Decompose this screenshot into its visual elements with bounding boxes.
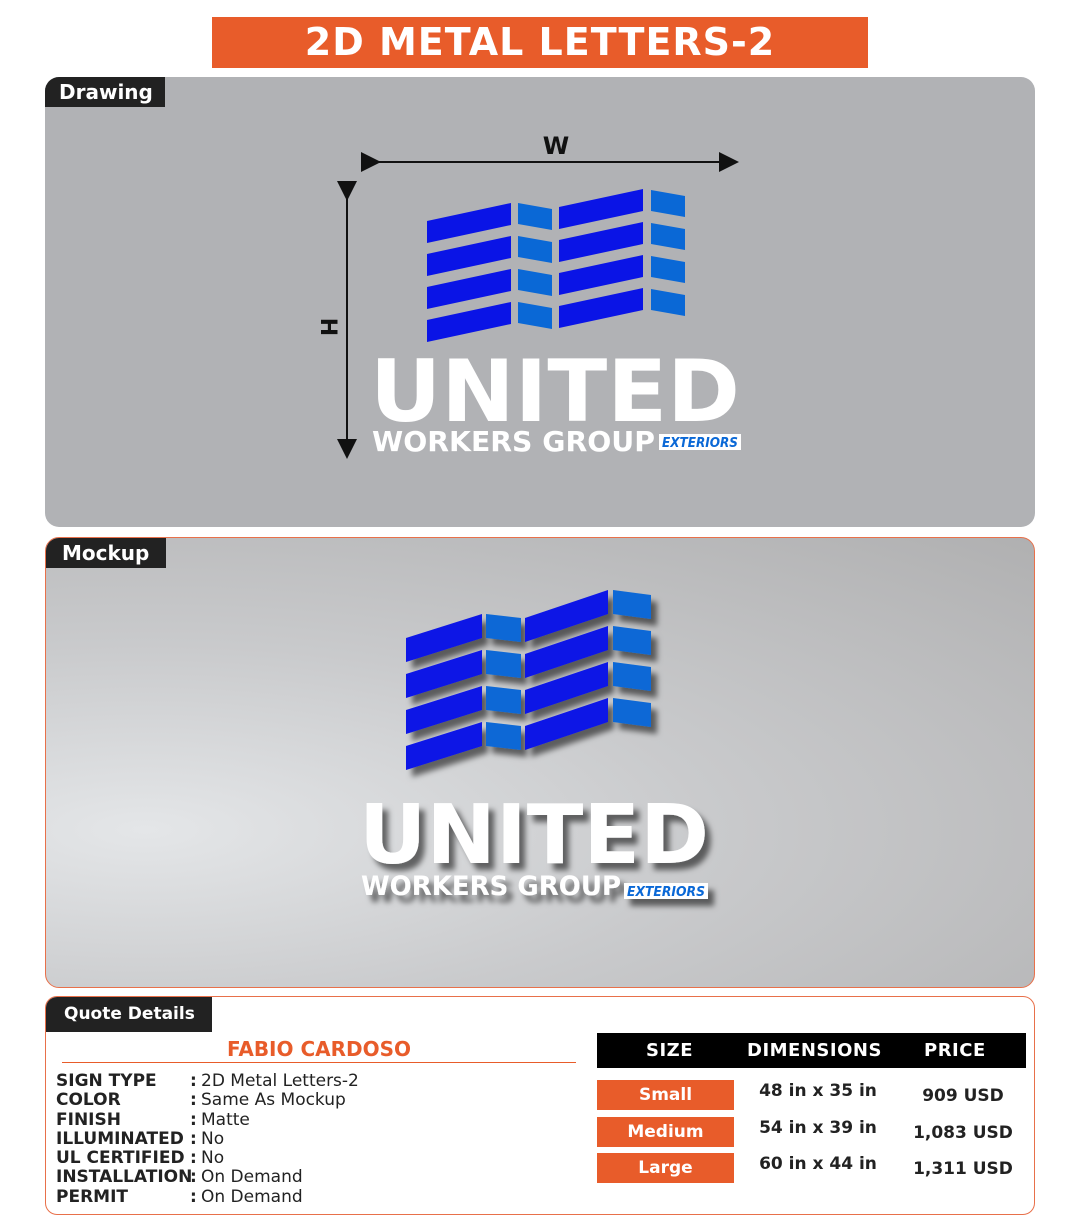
spec-value: On Demand <box>201 1167 303 1188</box>
spec-key: SIGN TYPE <box>56 1071 157 1091</box>
header-size: SIZE <box>646 1040 694 1061</box>
drawing-artwork: W H UNITED WORKERS GROUP EXTERIORS <box>315 132 741 459</box>
spec-separator: : <box>190 1109 197 1130</box>
spec-list: SIGN TYPE : 2D Metal Letters-2 COLOR : S… <box>56 1071 359 1207</box>
size-option-small[interactable]: Small <box>597 1080 734 1110</box>
customer-divider <box>62 1062 576 1063</box>
spec-separator: : <box>190 1148 197 1169</box>
header-dimensions: DIMENSIONS <box>747 1040 882 1061</box>
logo-exteriors-tag <box>659 434 741 450</box>
customer-name: FABIO CARDOSO <box>226 1037 412 1061</box>
spec-row-sign-type: SIGN TYPE : 2D Metal Letters-2 <box>56 1071 359 1091</box>
spec-separator: : <box>190 1071 197 1091</box>
height-label: H <box>315 318 340 336</box>
size-option-large[interactable]: Large <box>597 1153 734 1183</box>
spec-row-permit: PERMIT : On Demand <box>56 1186 359 1207</box>
dimensions-medium: 54 in x 39 in <box>759 1118 877 1138</box>
spec-row-illuminated: ILLUMINATED : No <box>56 1128 359 1149</box>
size-option-medium[interactable]: Medium <box>597 1117 734 1147</box>
logo-workers-group-text: WORKERS GROUP <box>372 425 655 458</box>
spec-value: 2D Metal Letters-2 <box>201 1071 359 1091</box>
spec-key: INSTALLATION <box>56 1167 193 1188</box>
width-label: W <box>543 132 569 160</box>
quote-details-panel: Quote Details FABIO CARDOSO SIGN TYPE : … <box>45 996 1035 1215</box>
spec-value: On Demand <box>201 1186 303 1207</box>
mockup-artwork: UNITED WORKERS GROUP EXTERIORS <box>359 590 709 902</box>
mockup-panel: UNITED WORKERS GROUP EXTERIORS Mockup <box>45 537 1035 988</box>
quote-details-tab: Quote Details <box>46 997 212 1032</box>
mockup-tab: Mockup <box>46 538 166 568</box>
spec-key: FINISH <box>56 1109 121 1130</box>
page-title: 2D METAL LETTERS-2 <box>212 17 868 68</box>
drawing-tab: Drawing <box>45 77 165 107</box>
mockup-logo-exteriors-text: EXTERIORS <box>627 885 705 900</box>
price-table-header: SIZE DIMENSIONS PRICE <box>597 1033 1026 1068</box>
spec-key: UL CERTIFIED <box>56 1148 185 1169</box>
mockup-logo-exteriors-tag <box>624 883 708 899</box>
mockup-logo-workers-group-text: WORKERS GROUP <box>361 871 621 902</box>
logo-exteriors-text: EXTERIORS <box>662 436 738 451</box>
spec-value: Matte <box>201 1109 250 1130</box>
spec-key: COLOR <box>56 1090 121 1111</box>
spec-row-finish: FINISH : Matte <box>56 1109 359 1130</box>
spec-value: Same As Mockup <box>201 1090 346 1111</box>
spec-separator: : <box>190 1128 197 1149</box>
price-large: 1,311 USD <box>913 1159 1013 1179</box>
mockup-logo-united-text: UNITED <box>359 788 709 883</box>
spec-separator: : <box>190 1186 197 1207</box>
dimensions-large: 60 in x 44 in <box>759 1154 877 1174</box>
spec-row-ul-certified: UL CERTIFIED : No <box>56 1148 359 1169</box>
price-small: 909 USD <box>922 1086 1004 1106</box>
spec-row-color: COLOR : Same As Mockup <box>56 1090 359 1111</box>
dimensions-small: 48 in x 35 in <box>759 1081 877 1101</box>
header-price: PRICE <box>924 1040 986 1061</box>
logo-mark <box>427 189 685 342</box>
spec-key: ILLUMINATED <box>56 1128 184 1149</box>
spec-row-installation: INSTALLATION : On Demand <box>56 1167 359 1188</box>
price-medium: 1,083 USD <box>913 1123 1013 1143</box>
spec-separator: : <box>190 1090 197 1111</box>
spec-value: No <box>201 1148 225 1169</box>
spec-separator: : <box>190 1167 197 1188</box>
spec-key: PERMIT <box>56 1186 129 1207</box>
logo-united-text: UNITED <box>370 342 740 442</box>
mockup-logo-mark <box>406 590 651 770</box>
drawing-panel: W H UNITED WORKERS GROUP EXTERIORS D <box>45 77 1035 527</box>
spec-value: No <box>201 1128 225 1149</box>
